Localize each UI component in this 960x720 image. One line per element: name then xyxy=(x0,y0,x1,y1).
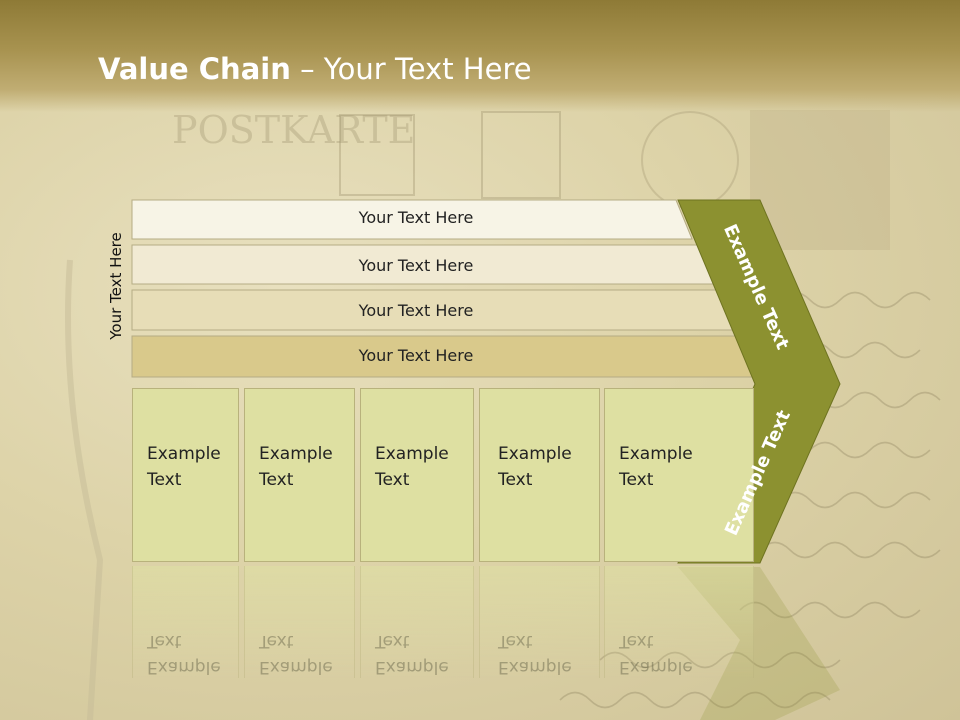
activity-box-5-line2: Text xyxy=(619,470,654,490)
activity-box-1-line1: Example xyxy=(147,444,221,464)
activity-box-3-line2: Text xyxy=(375,470,410,490)
activity-box-4-line2: Text xyxy=(498,470,533,490)
row-label-1: Your Text Here xyxy=(358,208,474,227)
row-label-2: Your Text Here xyxy=(358,256,474,275)
slide-title: Value Chain – Your Text Here xyxy=(98,52,532,86)
activity-box-2-line2: Text xyxy=(259,470,294,490)
row-label-4: Your Text Here xyxy=(358,346,474,365)
title-bold: Value Chain xyxy=(98,52,291,86)
activity-box-3-line1: Example xyxy=(375,444,449,464)
title-rest: – Your Text Here xyxy=(290,52,532,86)
row-label-3: Your Text Here xyxy=(358,301,474,320)
activity-box-2-line1: Example xyxy=(259,444,333,464)
activity-box-4-line1: Example xyxy=(498,444,572,464)
activity-box-5-line1: Example xyxy=(619,444,693,464)
title-bar xyxy=(0,0,960,112)
activity-box-1-line2: Text xyxy=(147,470,182,490)
row-bar-1 xyxy=(131,199,693,240)
